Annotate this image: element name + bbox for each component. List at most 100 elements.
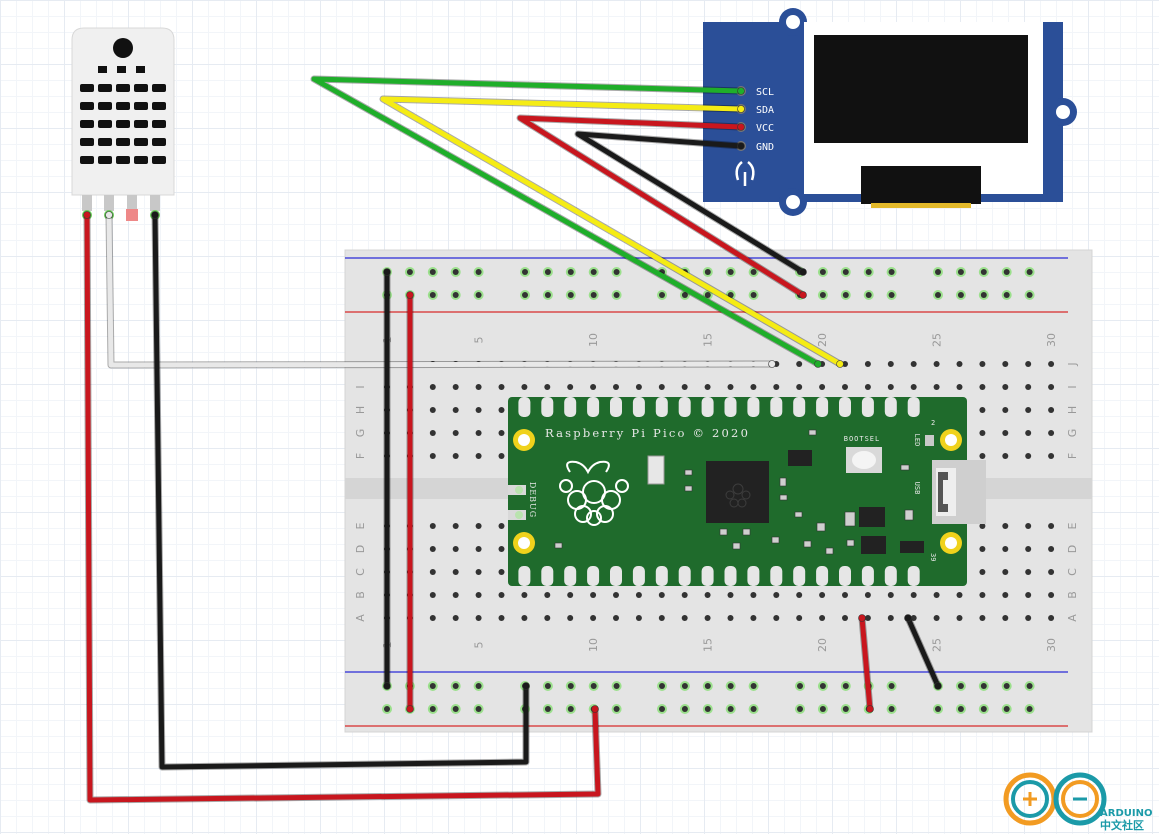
- oled-scl-wire[interactable]: [311, 76, 821, 367]
- breadboard-hole[interactable]: [635, 592, 642, 598]
- breadboard-hole[interactable]: [979, 453, 986, 459]
- rail-hole[interactable]: [957, 683, 964, 689]
- rail-hole[interactable]: [704, 292, 711, 298]
- breadboard-hole[interactable]: [1002, 569, 1009, 575]
- pico-pin[interactable]: [907, 566, 920, 586]
- breadboard-hole[interactable]: [429, 453, 436, 459]
- breadboard-hole[interactable]: [429, 407, 436, 413]
- dht-gnd-wire[interactable]: [152, 212, 529, 770]
- pico-pin[interactable]: [610, 397, 622, 417]
- rail-hole[interactable]: [888, 706, 895, 712]
- pico-pin[interactable]: [816, 566, 829, 586]
- breadboard-hole[interactable]: [933, 361, 940, 367]
- breadboard-hole[interactable]: [1025, 361, 1032, 367]
- rail-hole[interactable]: [681, 292, 688, 298]
- breadboard-hole[interactable]: [979, 615, 986, 621]
- pico-pin[interactable]: [793, 397, 806, 417]
- rail-hole[interactable]: [842, 706, 849, 712]
- breadboard-hole[interactable]: [887, 615, 894, 621]
- rail-hole[interactable]: [980, 292, 987, 298]
- breadboard-hole[interactable]: [521, 592, 528, 598]
- breadboard-hole[interactable]: [1025, 569, 1032, 575]
- rail-hole[interactable]: [659, 706, 665, 712]
- breadboard-hole[interactable]: [452, 453, 459, 459]
- breadboard-hole[interactable]: [979, 546, 986, 552]
- breadboard-hole[interactable]: [750, 592, 757, 598]
- rail-hole[interactable]: [475, 292, 482, 298]
- rail-hole[interactable]: [544, 683, 551, 689]
- breadboard-hole[interactable]: [819, 615, 826, 621]
- rail-hole[interactable]: [659, 292, 665, 298]
- breadboard-hole[interactable]: [498, 592, 505, 598]
- pico-pin[interactable]: [632, 397, 645, 417]
- breadboard-hole[interactable]: [979, 407, 986, 413]
- rail-hole[interactable]: [704, 269, 711, 275]
- rail-hole[interactable]: [980, 683, 987, 689]
- rail-hole[interactable]: [819, 683, 826, 689]
- pico-pin[interactable]: [678, 566, 691, 586]
- rail-hole[interactable]: [681, 683, 688, 689]
- oled-vcc-wire[interactable]: [517, 115, 806, 298]
- breadboard-hole[interactable]: [613, 384, 619, 390]
- breadboard-hole[interactable]: [1002, 361, 1009, 367]
- breadboard-hole[interactable]: [727, 592, 734, 598]
- breadboard-hole[interactable]: [452, 523, 459, 529]
- breadboard-hole[interactable]: [613, 592, 619, 598]
- breadboard-hole[interactable]: [658, 615, 665, 621]
- pico-pin[interactable]: [747, 397, 760, 417]
- pico-pin[interactable]: [816, 397, 829, 417]
- pico-pin[interactable]: [861, 397, 874, 417]
- breadboard-hole[interactable]: [429, 615, 436, 621]
- rail-hole[interactable]: [429, 292, 436, 298]
- breadboard-hole[interactable]: [956, 615, 963, 621]
- breadboard-hole[interactable]: [498, 523, 505, 529]
- breadboard-hole[interactable]: [750, 615, 757, 621]
- breadboard-hole[interactable]: [658, 384, 665, 390]
- breadboard-hole[interactable]: [842, 592, 848, 598]
- rail-hole[interactable]: [1003, 706, 1010, 712]
- breadboard-hole[interactable]: [1048, 361, 1055, 367]
- rail-hole[interactable]: [1003, 683, 1010, 689]
- pico-pin[interactable]: [793, 566, 806, 586]
- breadboard-hole[interactable]: [681, 384, 688, 390]
- breadboard-hole[interactable]: [1048, 592, 1055, 598]
- rail-hole[interactable]: [727, 706, 734, 712]
- breadboard-hole[interactable]: [475, 430, 482, 436]
- breadboard-hole[interactable]: [979, 569, 986, 575]
- oled-sda-wire[interactable]: [380, 96, 843, 367]
- breadboard-hole[interactable]: [1025, 384, 1032, 390]
- pico-pin[interactable]: [655, 566, 668, 586]
- breadboard-hole[interactable]: [933, 384, 940, 390]
- rail-hole[interactable]: [727, 683, 734, 689]
- breadboard-hole[interactable]: [819, 384, 826, 390]
- pico-pin[interactable]: [655, 397, 668, 417]
- rail-hole[interactable]: [567, 683, 574, 689]
- breadboard-hole[interactable]: [1025, 615, 1032, 621]
- breadboard-hole[interactable]: [498, 546, 505, 552]
- breadboard-hole[interactable]: [452, 615, 459, 621]
- breadboard-hole[interactable]: [1025, 430, 1032, 436]
- rail-hole[interactable]: [888, 683, 895, 689]
- pico-pin[interactable]: [587, 566, 600, 586]
- pico-pin[interactable]: [564, 566, 577, 586]
- breadboard-hole[interactable]: [1048, 615, 1055, 621]
- breadboard-hole[interactable]: [544, 615, 551, 621]
- breadboard-hole[interactable]: [429, 523, 436, 529]
- rail-hole[interactable]: [750, 683, 757, 689]
- breadboard-hole[interactable]: [1025, 592, 1032, 598]
- breadboard-hole[interactable]: [1002, 592, 1009, 598]
- pico-pin[interactable]: [678, 397, 691, 417]
- breadboard-hole[interactable]: [590, 384, 597, 390]
- pico-power-wire[interactable]: [859, 615, 873, 712]
- breadboard-hole[interactable]: [887, 384, 894, 390]
- rail-hole[interactable]: [935, 292, 941, 298]
- rail-hole[interactable]: [590, 292, 597, 298]
- breadboard-hole[interactable]: [1048, 453, 1055, 459]
- breadboard-hole[interactable]: [979, 523, 986, 529]
- rail-hole[interactable]: [429, 269, 436, 275]
- breadboard-hole[interactable]: [658, 592, 665, 598]
- rail-hole[interactable]: [544, 292, 551, 298]
- pico-pin[interactable]: [587, 397, 600, 417]
- rail-hole[interactable]: [727, 292, 734, 298]
- breadboard-hole[interactable]: [956, 361, 963, 367]
